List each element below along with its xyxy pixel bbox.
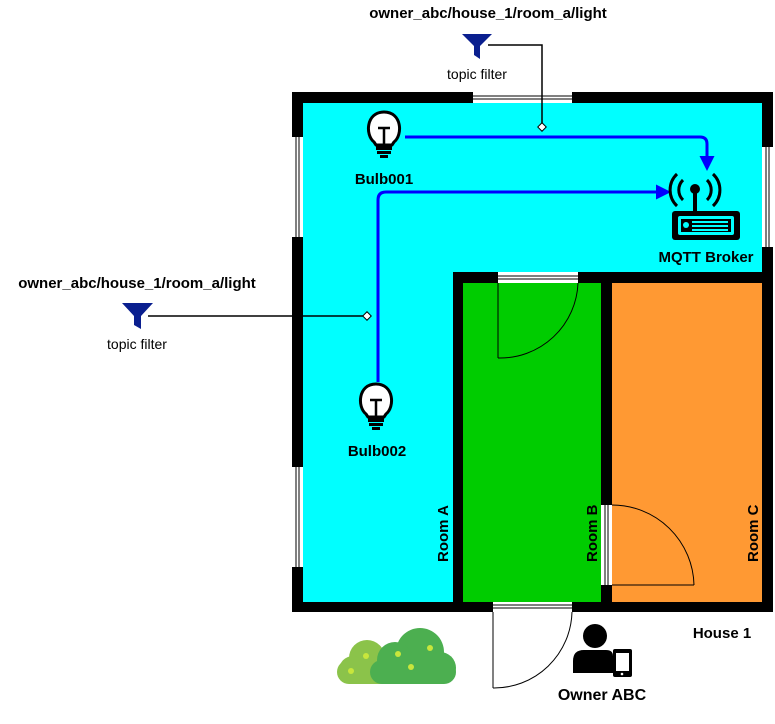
router-icon-broker	[668, 172, 740, 240]
room-a-label: Room A	[435, 505, 452, 562]
connector-top-filter	[488, 44, 543, 123]
room-b-label: Room B	[584, 504, 601, 562]
person-with-phone-icon	[573, 624, 632, 677]
window-right	[762, 147, 773, 247]
topic-caption-top: topic filter	[447, 66, 507, 82]
window-left-upper	[292, 137, 303, 237]
topic-caption-left: topic filter	[107, 336, 167, 352]
room-a-floor	[303, 103, 762, 602]
front-door	[492, 602, 573, 689]
broker-label: MQTT Broker	[658, 249, 753, 266]
house-label: House 1	[693, 625, 751, 642]
room-b-floor	[463, 283, 601, 602]
bush-icon	[337, 628, 456, 684]
connector-left-diamond	[362, 311, 372, 321]
door-room-c	[601, 504, 695, 586]
window-top	[473, 92, 572, 103]
topic-path-left: owner_abc/house_1/room_a/light	[18, 275, 256, 292]
funnel-icon-left	[122, 303, 153, 329]
door-room-b	[497, 272, 579, 359]
window-left-lower	[292, 467, 303, 567]
flow-bulb002-to-broker	[376, 184, 671, 382]
lightbulb-icon-bulb001	[366, 110, 402, 158]
funnel-icon-top	[462, 34, 492, 59]
room-c-label: Room C	[745, 504, 762, 562]
connector-top-diamond	[537, 122, 547, 132]
owner-label: Owner ABC	[558, 687, 647, 704]
topic-path-top: owner_abc/house_1/room_a/light	[369, 5, 607, 22]
bulb001-label: Bulb001	[355, 171, 413, 188]
bulb002-label: Bulb002	[348, 443, 406, 460]
lightbulb-icon-bulb002	[358, 382, 394, 430]
flow-bulb001-to-broker	[405, 135, 715, 171]
room-c-floor	[612, 283, 762, 602]
